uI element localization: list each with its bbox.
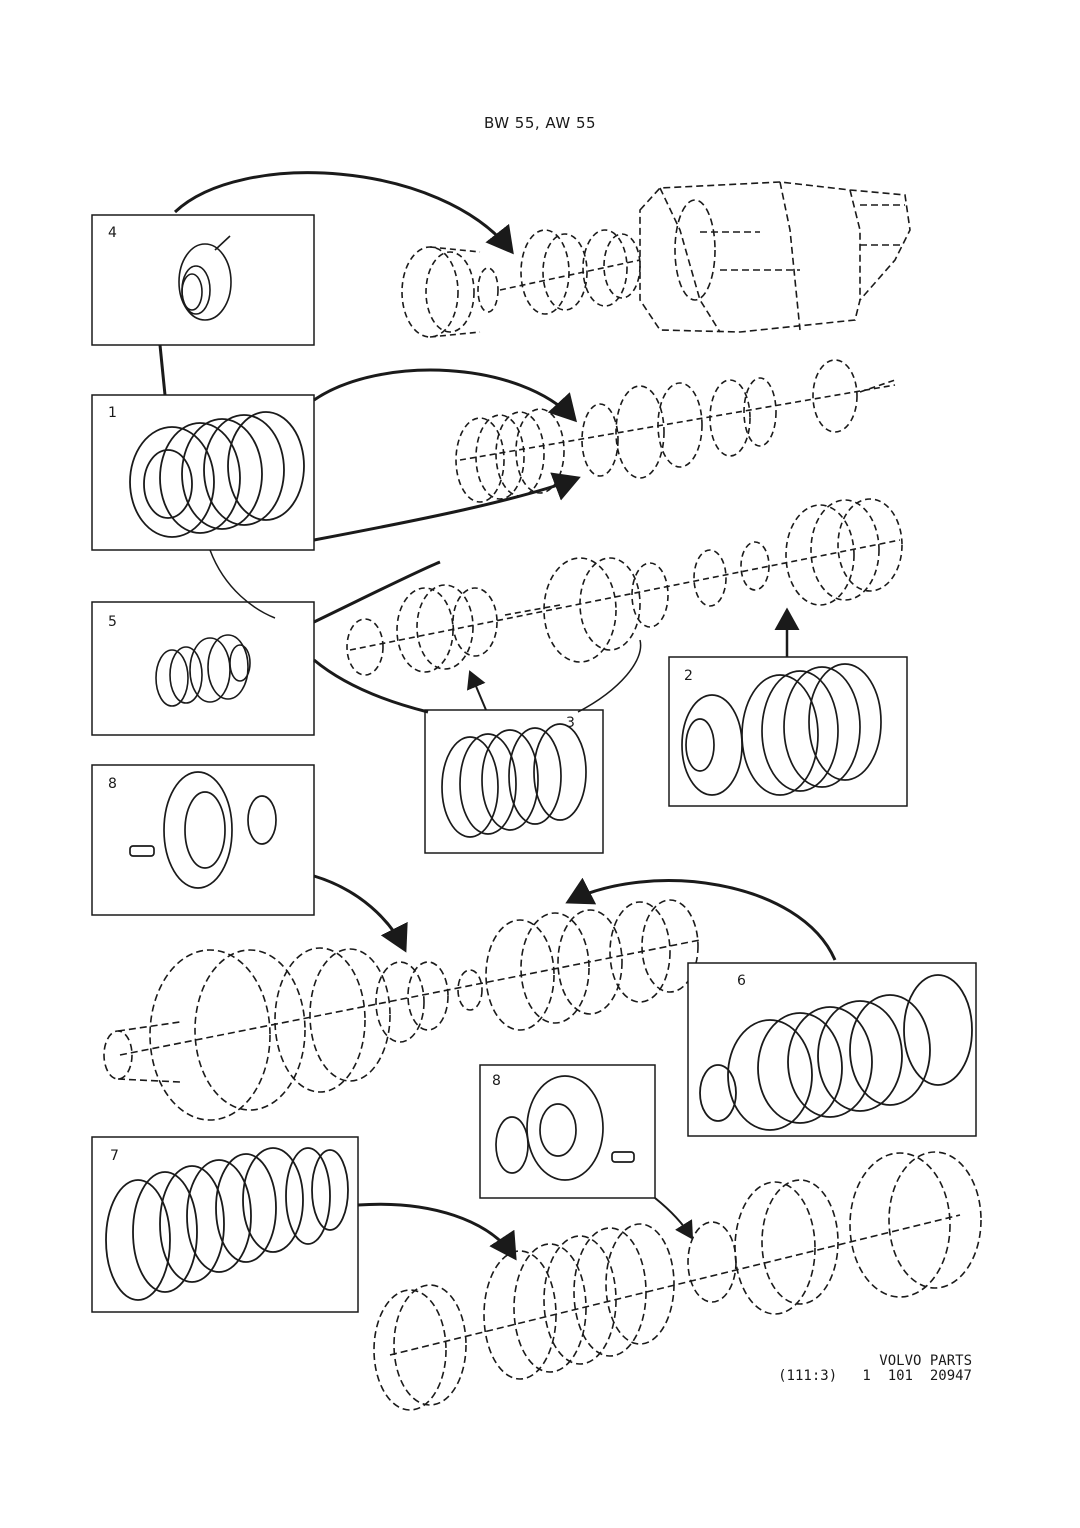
panel-2-label: 2 (684, 668, 693, 684)
output-drum-assembly (373, 1151, 982, 1411)
panel-1-label: 1 (108, 405, 117, 421)
panel-3-label: 3 (566, 715, 575, 731)
forward-clutch-pack (105, 1147, 349, 1301)
clutch-disc-pack (129, 411, 305, 538)
panel-4: 4 (91, 214, 315, 346)
panel-8-lower-label: 8 (492, 1073, 501, 1089)
parts-reference-footer: VOLVO PARTS (111:3) 1 101 20947 (778, 1354, 972, 1384)
input-shaft-assembly (455, 359, 896, 503)
leader-lines (158, 171, 837, 1261)
piston-seal-part (129, 771, 277, 889)
panel-5-label: 5 (108, 614, 117, 630)
center-shaft-assembly (346, 498, 903, 676)
direct-clutch-parts (681, 663, 882, 796)
servo-piston-part (495, 1075, 635, 1181)
footer-reference: (111:3) 1 101 20947 (778, 1368, 972, 1384)
panel-4-label: 4 (108, 225, 117, 241)
footer-brand: VOLVO PARTS (879, 1353, 972, 1369)
panel-6: 6 (687, 962, 977, 1137)
one-way-clutch-part (155, 634, 251, 707)
panel-1: 1 (91, 394, 315, 551)
rear-clutch-pack (699, 974, 973, 1131)
diagram-title: BW 55, AW 55 (483, 114, 597, 132)
panel-8-lower: 8 (479, 1064, 656, 1199)
rear-housing-assembly (103, 899, 701, 1121)
panel-7: 7 (91, 1136, 359, 1313)
panel-8-upper: 8 (91, 764, 315, 916)
panel-8-upper-label: 8 (108, 776, 117, 792)
pump-seal-part (178, 235, 232, 321)
panel-7-label: 7 (110, 1148, 119, 1164)
transmission-housing (639, 181, 911, 333)
panel-2: 2 (668, 656, 908, 807)
panel-5: 5 (91, 601, 315, 736)
front-clutch-drum-top (401, 229, 641, 338)
panel-3: 3 (424, 709, 604, 854)
brake-band-parts (441, 723, 587, 838)
panel-6-label: 6 (737, 973, 746, 989)
